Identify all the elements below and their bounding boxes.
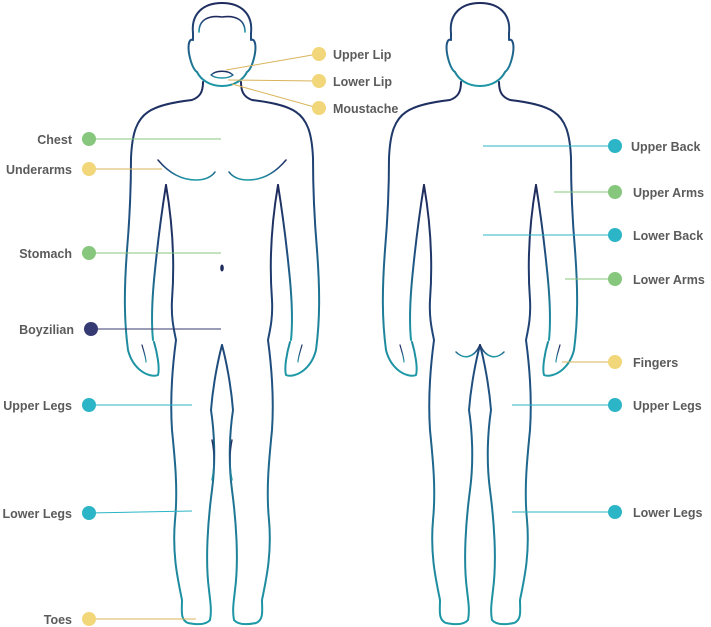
label-chest[interactable]: Chest <box>37 132 221 147</box>
label-moustache[interactable]: Moustache <box>231 83 398 116</box>
label-text-underarms: Underarms <box>6 163 72 177</box>
marker-lower-legs-front <box>82 506 96 520</box>
marker-moustache <box>312 101 326 115</box>
label-text-upper-legs-back: Upper Legs <box>633 399 702 413</box>
label-text-boyzilian: Boyzilian <box>19 323 74 337</box>
label-upper-arms[interactable]: Upper Arms <box>554 185 704 200</box>
label-toes[interactable]: Toes <box>44 612 196 627</box>
back-labels: Upper Back Upper Arms Lower Back Lower A… <box>483 139 705 520</box>
label-fingers[interactable]: Fingers <box>562 355 678 370</box>
label-text-lower-legs-front: Lower Legs <box>3 507 73 521</box>
label-text-lower-lip: Lower Lip <box>333 75 392 89</box>
label-lower-arms[interactable]: Lower Arms <box>565 272 705 287</box>
label-text-upper-legs-front: Upper Legs <box>3 399 72 413</box>
marker-lower-back <box>608 228 622 242</box>
front-labels: Upper Lip Lower Lip Moustache Chest Unde… <box>3 47 398 627</box>
marker-lower-arms <box>608 272 622 286</box>
label-text-toes: Toes <box>44 613 72 627</box>
label-text-lower-legs-back: Lower Legs <box>633 506 703 520</box>
label-text-lower-back: Lower Back <box>633 229 703 243</box>
label-text-upper-arms: Upper Arms <box>633 186 704 200</box>
label-text-chest: Chest <box>37 133 73 147</box>
label-stomach[interactable]: Stomach <box>19 246 221 261</box>
marker-chest <box>82 132 96 146</box>
label-text-upper-back: Upper Back <box>631 140 701 154</box>
label-upper-lip[interactable]: Upper Lip <box>225 47 392 71</box>
label-lower-back[interactable]: Lower Back <box>483 228 703 243</box>
label-text-lower-arms: Lower Arms <box>633 273 705 287</box>
label-underarms[interactable]: Underarms <box>6 162 162 177</box>
label-lower-legs-front[interactable]: Lower Legs <box>3 506 193 521</box>
label-text-stomach: Stomach <box>19 247 72 261</box>
marker-upper-legs-back <box>608 398 622 412</box>
marker-fingers <box>608 355 622 369</box>
label-upper-legs-front[interactable]: Upper Legs <box>3 398 192 413</box>
marker-underarms <box>82 162 96 176</box>
marker-lower-legs-back <box>608 505 622 519</box>
marker-upper-back <box>608 139 622 153</box>
marker-upper-legs-front <box>82 398 96 412</box>
label-text-moustache: Moustache <box>333 102 398 116</box>
marker-upper-arms <box>608 185 622 199</box>
marker-toes <box>82 612 96 626</box>
navel <box>220 264 224 272</box>
label-text-fingers: Fingers <box>633 356 678 370</box>
label-lower-legs-back[interactable]: Lower Legs <box>512 505 703 520</box>
label-boyzilian[interactable]: Boyzilian <box>19 322 221 337</box>
back-body-figure <box>381 2 579 626</box>
label-lower-lip[interactable]: Lower Lip <box>227 74 392 89</box>
label-upper-legs-back[interactable]: Upper Legs <box>512 398 702 413</box>
label-text-upper-lip: Upper Lip <box>333 48 392 62</box>
marker-upper-lip <box>312 47 326 61</box>
marker-boyzilian <box>84 322 98 336</box>
label-upper-back[interactable]: Upper Back <box>483 139 701 154</box>
marker-lower-lip <box>312 74 326 88</box>
front-body-figure <box>123 2 321 626</box>
marker-stomach <box>82 246 96 260</box>
